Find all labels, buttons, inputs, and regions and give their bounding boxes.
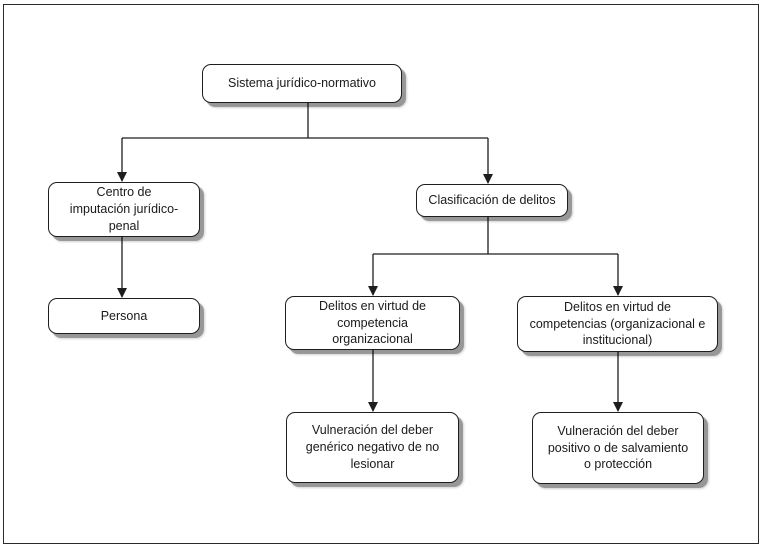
node-institutional-crimes: Delitos en virtud de competencias (organ… [517, 296, 718, 352]
node-imputation-center: Centro de imputación jurídico-penal [48, 182, 200, 237]
node-positive-duty: Vulneración del deber positivo o de salv… [532, 412, 704, 484]
diagram-frame [3, 4, 759, 544]
node-person: Persona [48, 298, 200, 334]
node-negative-duty: Vulneración del deber genérico negativo … [286, 412, 459, 483]
node-organizational-crimes: Delitos en virtud de competencia organiz… [285, 296, 460, 350]
node-legal-system: Sistema jurídico-normativo [202, 64, 402, 103]
node-crime-classification: Clasificación de delitos [416, 184, 568, 217]
